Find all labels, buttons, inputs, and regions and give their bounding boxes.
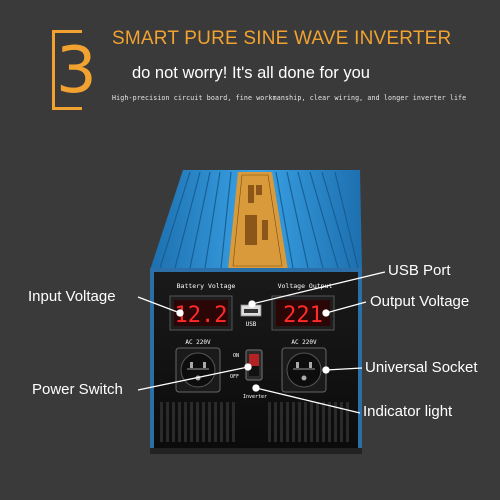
battery-reading: 12.2 bbox=[175, 303, 228, 328]
battery-voltage-meter: Battery Voltage 12.2 bbox=[169, 282, 236, 331]
leader-indicator-light bbox=[255, 387, 361, 414]
headline: SMART PURE SINE WAVE INVERTER bbox=[112, 28, 452, 49]
leader-dot-usb-port bbox=[248, 300, 256, 308]
callout-indicator-light: Indicator light bbox=[363, 403, 453, 420]
leader-dot-universal-socket bbox=[322, 366, 330, 374]
leader-dot-power-switch bbox=[244, 363, 252, 371]
ac-socket-left: AC 220V bbox=[175, 339, 221, 393]
leader-output-voltage bbox=[325, 301, 367, 314]
leader-dot-output-voltage bbox=[322, 309, 330, 317]
leader-dot-indicator-light bbox=[252, 384, 260, 392]
inverter-housing-top bbox=[150, 170, 362, 270]
leader-universal-socket bbox=[325, 367, 363, 371]
switch-on-label: ON bbox=[233, 353, 239, 359]
callout-leaders bbox=[137, 271, 386, 414]
output-voltage-meter: Voltage Output 221 bbox=[271, 282, 335, 331]
number-bracket bbox=[52, 30, 82, 110]
step-number: 3 bbox=[56, 34, 97, 108]
output-reading: 221 bbox=[283, 303, 323, 328]
ac-socket-right: AC 220V bbox=[281, 339, 327, 393]
battery-meter-label: Battery Voltage bbox=[177, 282, 236, 290]
product-label-strip bbox=[228, 172, 288, 270]
indicator-label: Inverter bbox=[243, 394, 267, 400]
switch-off-label: OFF bbox=[230, 374, 239, 380]
callout-universal-socket: Universal Socket bbox=[365, 359, 478, 376]
leader-dot-input-voltage bbox=[176, 309, 184, 317]
output-meter-label: Voltage Output bbox=[278, 282, 333, 290]
tagline: do not worry! It's all done for you bbox=[132, 64, 370, 82]
callout-power-switch: Power Switch bbox=[32, 381, 123, 398]
leader-usb-port bbox=[251, 271, 386, 305]
usb-label: USB bbox=[246, 321, 257, 328]
leader-input-voltage bbox=[137, 296, 181, 314]
callout-input-voltage: Input Voltage bbox=[28, 288, 116, 305]
sub-tagline: High-precision circuit board, fine workm… bbox=[112, 94, 467, 102]
socket-left-label: AC 220V bbox=[185, 339, 211, 346]
callout-usb-port: USB Port bbox=[388, 262, 451, 279]
leader-power-switch bbox=[137, 366, 249, 391]
callout-output-voltage: Output Voltage bbox=[370, 293, 470, 310]
socket-right-label: AC 220V bbox=[291, 339, 317, 346]
